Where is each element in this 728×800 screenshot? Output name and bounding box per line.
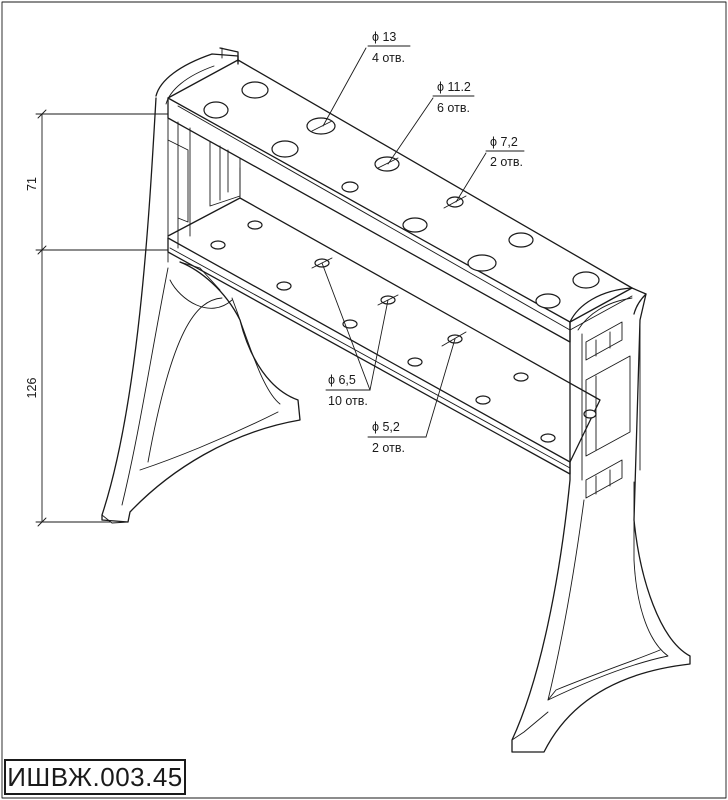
callout-count-6-5: 10 отв. — [328, 394, 368, 408]
dimension-lower-height: 126 — [25, 378, 39, 399]
top-shelf — [167, 59, 633, 343]
callout-diameter-7-2: ϕ 7,2 — [490, 135, 518, 149]
designation-box: ИШВЖ.003.45 — [4, 759, 186, 795]
callout-diameter-11-2: ϕ 11.2 — [437, 80, 471, 94]
callout-diameter-5-2: ϕ 5,2 — [372, 420, 400, 434]
bottom-shelf-holes — [210, 220, 597, 443]
callout-count-7-2: 2 отв. — [490, 155, 523, 169]
left-end-plate — [155, 47, 241, 263]
callout-diameter-13: ϕ 13 — [372, 30, 396, 44]
front-leg — [511, 287, 691, 753]
back-leg — [101, 97, 301, 524]
drawing-designation: ИШВЖ.003.45 — [7, 761, 183, 792]
callout-leaders — [311, 45, 525, 438]
callout-diameter-6-5: ϕ 6,5 — [328, 373, 356, 387]
top-shelf-holes — [203, 81, 600, 309]
callout-count-11-2: 6 отв. — [437, 101, 470, 115]
dimension-lines — [35, 109, 169, 527]
dimension-upper-height: 71 — [25, 177, 39, 191]
callout-count-13: 4 отв. — [372, 51, 405, 65]
callout-count-5-2: 2 отв. — [372, 441, 405, 455]
